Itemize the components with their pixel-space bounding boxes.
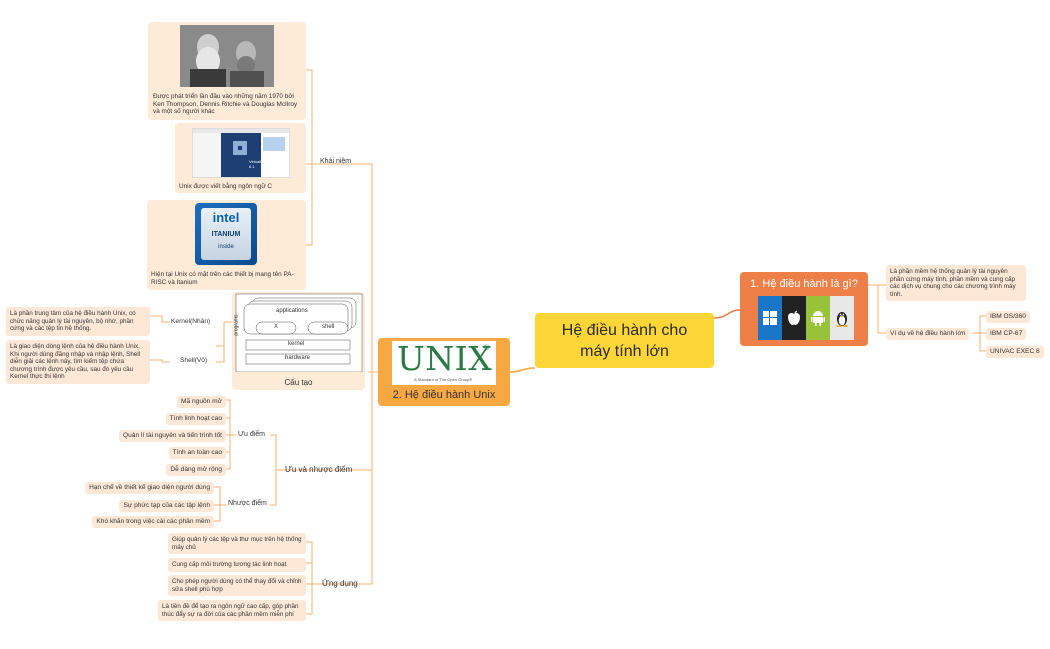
concept-card-history: Được phát triển lần đầu vào những năm 19…: [148, 22, 306, 120]
arch-programs-label: programs: [233, 314, 240, 336]
unix-logo-tagline: A Standard of The Open Group®: [414, 377, 473, 382]
shell-label[interactable]: Shell(Vỏ): [180, 357, 208, 364]
central-topic-label: Hệ điều hành cho máy tính lớn: [561, 321, 688, 360]
concept-card-hardware: intel ITANIUM inside Hiện tại Unix có mặ…: [147, 200, 306, 290]
branch-os-definition-title: 1. Hệ điều hành là gì?: [750, 278, 858, 290]
concept-card-language: VirtualBox 6.1 Unix được viết bằng ngôn …: [175, 123, 306, 193]
application-item: Cho phép người dùng có thể thay đổi và c…: [168, 575, 306, 597]
android-logo-icon: [806, 296, 830, 340]
cons-item: Sự phức tạp của các tập lệnh: [119, 500, 214, 512]
intel-itanium-badge-inner: intel ITANIUM inside: [201, 208, 251, 260]
linux-tux-icon: [830, 296, 854, 340]
concept-label[interactable]: Khái niệm: [320, 158, 352, 165]
pros-label[interactable]: Ưu điểm: [238, 431, 265, 438]
intel-itanium-badge: intel ITANIUM inside: [195, 203, 257, 265]
virtualbox-screenshot: VirtualBox 6.1: [192, 128, 290, 178]
apple-logo-icon: [782, 296, 806, 340]
concept-card-language-caption: Unix được viết bằng ngôn ngữ C: [179, 183, 273, 190]
intel-brand-text: intel: [212, 210, 240, 225]
kernel-label[interactable]: Kernel(Nhân): [171, 318, 211, 325]
application-item: Giúp quản lý các tệp và thư mục trên hệ …: [168, 533, 306, 555]
intel-inside-text: inside: [218, 244, 234, 250]
arch-applications-label: applications: [276, 308, 308, 314]
cons-item: Hạn chế về thiết kế giao diện người dùng: [85, 482, 214, 494]
os-example-item: IBM CP-67: [986, 328, 1027, 340]
branch-os-definition[interactable]: 1. Hệ điều hành là gì?: [740, 272, 868, 346]
pros-item: Dễ dàng mở rộng: [166, 464, 226, 476]
unix-logo-registered: ®: [484, 345, 490, 352]
os-example-item: UNIVAC EXEC 8: [986, 346, 1044, 358]
pros-item: Mã nguồn mở: [177, 396, 226, 408]
branch-unix[interactable]: UNIX ® A Standard of The Open Group® 2. …: [378, 338, 510, 406]
unix-logo-text: UNIX: [397, 339, 493, 378]
pros-item: Quản lí tài nguyên và tiến trình tốt: [119, 430, 226, 442]
shell-description: Là giao diện dòng lệnh của hệ điều hành …: [6, 340, 150, 384]
pros-cons-label[interactable]: Ưu và nhược điểm: [285, 465, 353, 474]
os-example-item: IBM OS/360: [986, 311, 1030, 323]
unix-logo: UNIX ® A Standard of The Open Group®: [392, 341, 496, 385]
arch-kernel-label: kernel: [288, 341, 305, 347]
application-item: Cung cấp môi trường tương tác linh hoạt: [168, 558, 306, 572]
application-item: Là tiền đề để tạo ra ngôn ngữ cao cấp, g…: [158, 600, 306, 622]
windows-logo-icon: [758, 296, 782, 340]
central-topic[interactable]: Hệ điều hành cho máy tính lớn: [535, 313, 714, 368]
virtualbox-badge: VirtualBox 6.1: [249, 159, 268, 169]
os-logo-strip: [758, 296, 854, 340]
cons-item: Khó khăn trong việc cài các phần mềm: [92, 516, 214, 528]
structure-label: Cấu tạo: [284, 378, 313, 387]
arch-hardware-label: hardware: [285, 355, 311, 361]
creators-photo-icon: [180, 25, 274, 87]
pros-item: Tính linh hoạt cao: [165, 413, 226, 425]
concept-card-hardware-caption: Hiện tại Unix có mặt trên các thiết bị m…: [151, 271, 294, 286]
branch-unix-title: 2. Hệ điều hành Unix: [392, 389, 496, 401]
kernel-description: Là phần trung tâm của hệ điều hành Unix,…: [6, 307, 150, 336]
unix-architecture-diagram: [235, 293, 363, 372]
creators-photo: [180, 25, 274, 87]
cons-label[interactable]: Nhược điểm: [228, 500, 267, 507]
os-examples-label: Ví dụ về hệ điều hành lớn: [886, 328, 970, 340]
structure-card[interactable]: applications programs X shell kernel har…: [232, 292, 365, 390]
virtualbox-screenshot-icon: [193, 129, 289, 177]
intel-product-text: ITANIUM: [211, 231, 241, 238]
pros-item: Tính an toàn cao: [168, 447, 226, 459]
applications-label[interactable]: Ứng dụng: [322, 579, 358, 588]
arch-x-label: X: [274, 324, 279, 330]
os-definition-text: Là phần mềm hệ thống quản lý tài nguyên …: [886, 265, 1026, 302]
arch-shell-label: shell: [322, 324, 335, 330]
concept-card-history-caption: Được phát triển lần đầu vào những năm 19…: [153, 93, 298, 116]
